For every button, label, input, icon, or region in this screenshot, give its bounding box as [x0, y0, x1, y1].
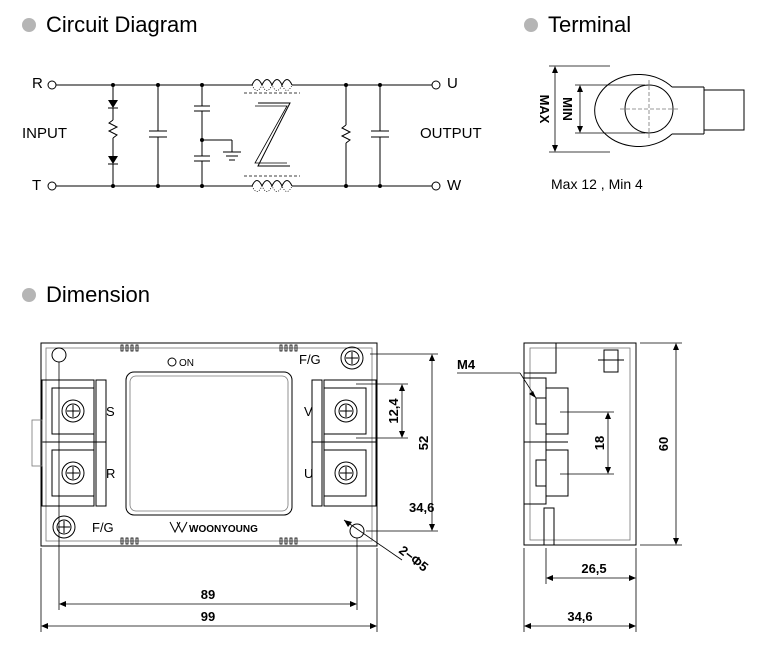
dim-26-5: 26,5	[581, 561, 606, 576]
terminal-label-v: V	[304, 404, 313, 419]
terminal-t-node	[47, 181, 57, 191]
terminal-size-caption: Max 12 , Min 4	[551, 176, 643, 192]
dim-34-6-side: 34,6	[567, 609, 592, 624]
terminal-label-u: U	[304, 466, 313, 481]
terminal-block-right	[311, 379, 377, 507]
filter-body-outline	[40, 342, 378, 547]
label-output: OUTPUT	[420, 125, 482, 142]
on-label: ON	[179, 358, 194, 369]
dim-12-4: 12,4	[386, 398, 401, 424]
vent-slots	[120, 344, 298, 545]
on-indicator-led	[167, 357, 177, 367]
terminal-w-node	[431, 181, 441, 191]
label-t: T	[32, 177, 41, 194]
terminal-max-label: MAX	[537, 95, 552, 124]
side-terminal-top	[545, 387, 569, 435]
y-capacitors-ground	[194, 85, 241, 186]
x-capacitor-1	[149, 85, 167, 186]
dim-99: 99	[201, 609, 215, 624]
dim-34-6-front: 34,6	[409, 500, 434, 515]
label-w: W	[447, 177, 462, 194]
bleeder-resistor	[340, 85, 352, 186]
label-m4: M4	[457, 357, 476, 372]
label-window	[125, 371, 293, 516]
terminal-u-node	[431, 80, 441, 90]
circuit-diagram-heading: Circuit Diagram	[22, 12, 198, 38]
screw-v	[334, 399, 358, 423]
terminal-label-s: S	[106, 404, 115, 419]
brand-logo: WOONYOUNG	[169, 521, 258, 535]
screw-u	[334, 461, 358, 485]
dim-89: 89	[201, 587, 215, 602]
terminal-hole	[624, 84, 674, 134]
screw-r	[61, 461, 85, 485]
common-mode-choke	[244, 79, 300, 192]
fg-top-label: F/G	[299, 352, 321, 367]
terminal-title: Terminal	[548, 12, 632, 37]
mounting-hole-top-left	[51, 347, 67, 363]
screw-s	[61, 399, 85, 423]
brand-name: WOONYOUNG	[189, 524, 258, 535]
label-r: R	[32, 75, 43, 92]
dim-52: 52	[416, 436, 431, 450]
circuit-diagram-title: Circuit Diagram	[46, 12, 198, 37]
dimension-heading: Dimension	[22, 282, 150, 308]
x-capacitor-2	[371, 85, 389, 186]
side-view: M4 18 60 26,5 34,6	[457, 342, 682, 632]
side-terminal-bottom	[545, 449, 569, 497]
dimension-title: Dimension	[46, 282, 150, 307]
terminal-label-r: R	[106, 466, 115, 481]
ring-terminal-drawing: MAX MIN Max 12 , Min 4	[537, 65, 745, 192]
junction-dots	[111, 83, 382, 188]
bullet-icon	[524, 18, 538, 32]
side-fg-screw	[603, 349, 619, 373]
surge-branch	[107, 85, 119, 186]
fg-screw-top	[340, 346, 364, 370]
label-u: U	[447, 75, 458, 92]
circuit-diagram: R T INPUT U W OUTPUT	[22, 75, 482, 194]
terminal-min-label: MIN	[560, 97, 575, 121]
label-input: INPUT	[22, 125, 67, 142]
bullet-icon	[22, 18, 36, 32]
fg-screw-bottom	[52, 515, 76, 539]
dim-60: 60	[656, 437, 671, 451]
brand-logo-icon	[169, 521, 188, 534]
fg-bottom-label: F/G	[92, 520, 114, 535]
bullet-icon	[22, 288, 36, 302]
terminal-r-node	[47, 80, 57, 90]
terminal-heading: Terminal	[524, 12, 631, 38]
mounting-hole-bottom-right	[349, 523, 365, 539]
dim-18: 18	[592, 436, 607, 450]
terminal-block-left	[31, 379, 107, 507]
front-view: ON F/G F/G S R	[31, 342, 438, 632]
dim-hole-callout: 2−Φ5	[396, 543, 431, 575]
